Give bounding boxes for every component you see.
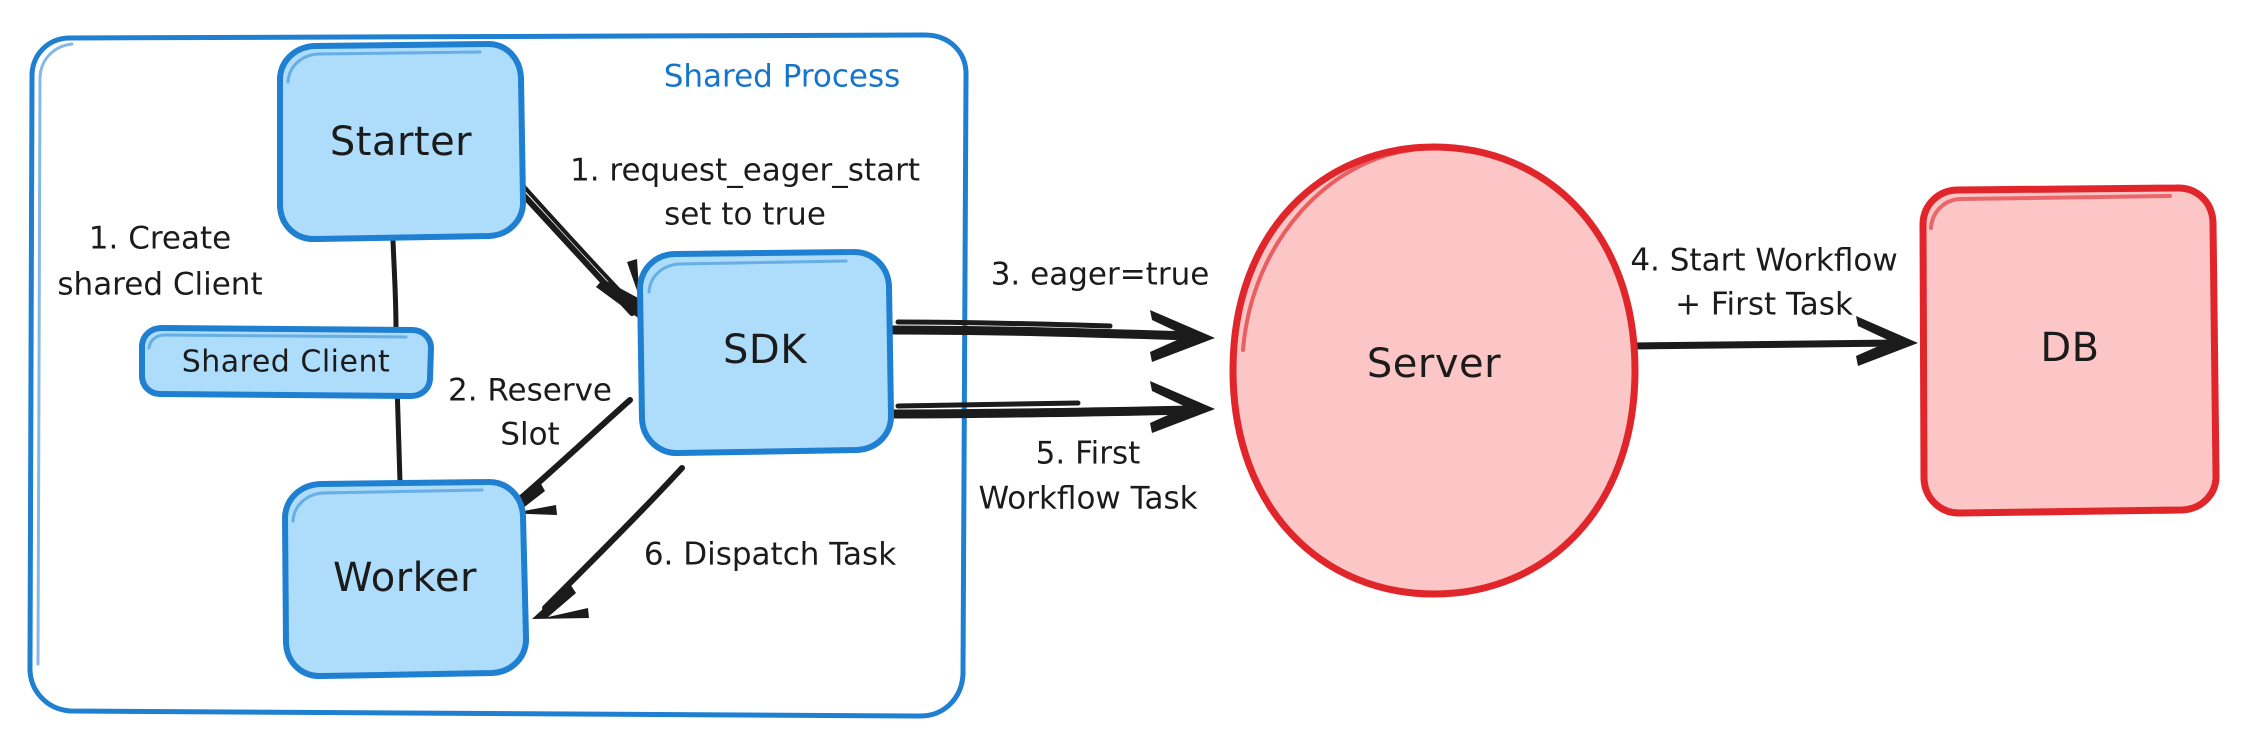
node-db[interactable]: DB	[1919, 184, 2220, 517]
node-label-worker: Worker	[333, 555, 477, 601]
node-server[interactable]: Server	[1229, 143, 1639, 598]
edge-dispatch-task: 6. Dispatch Task	[532, 465, 896, 619]
edge-first-workflow-task: 5. First Workflow Task	[887, 381, 1215, 517]
node-shared-client[interactable]: Shared Client	[139, 325, 434, 399]
node-label-db: DB	[2040, 325, 2099, 371]
edge-label-first-workflow-task-line2: Workflow Task	[978, 481, 1197, 517]
node-worker[interactable]: Worker	[282, 479, 529, 680]
edge-label-start-workflow-line1: 4. Start Workflow	[1630, 243, 1897, 279]
edge-label-request-eager-start-line2: set to true	[664, 197, 826, 233]
node-label-starter: Starter	[330, 119, 472, 165]
edge-create-shared-client: 1. Create shared Client	[57, 221, 403, 485]
edge-label-start-workflow-line2: + First Task	[1675, 287, 1853, 323]
edge-label-reserve-slot-line2: Slot	[500, 417, 559, 453]
edge-label-dispatch-task: 6. Dispatch Task	[644, 537, 896, 573]
node-label-shared-client: Shared Client	[182, 345, 391, 380]
edge-label-request-eager-start-line1: 1. request_eager_start	[570, 153, 920, 189]
edge-label-create-shared-client-line2: shared Client	[57, 267, 262, 303]
edge-label-create-shared-client-line1: 1. Create	[89, 221, 231, 257]
node-label-sdk: SDK	[723, 327, 808, 373]
node-label-server: Server	[1367, 341, 1501, 387]
edge-reserve-slot: 2. Reserve Slot	[448, 373, 633, 515]
edge-label-first-workflow-task-line1: 5. First	[1036, 436, 1141, 472]
edge-label-reserve-slot-line1: 2. Reserve	[448, 373, 612, 409]
node-sdk[interactable]: SDK	[637, 249, 894, 456]
node-starter[interactable]: Starter	[277, 41, 526, 243]
group-shared-process: Shared Process	[27, 32, 969, 719]
edge-eager-true: 3. eager=true	[887, 257, 1215, 362]
group-label-shared-process: Shared Process	[664, 59, 901, 95]
edge-label-eager-true: 3. eager=true	[991, 257, 1210, 293]
edge-start-workflow-first-task: 4. Start Workflow + First Task	[1628, 243, 1918, 366]
